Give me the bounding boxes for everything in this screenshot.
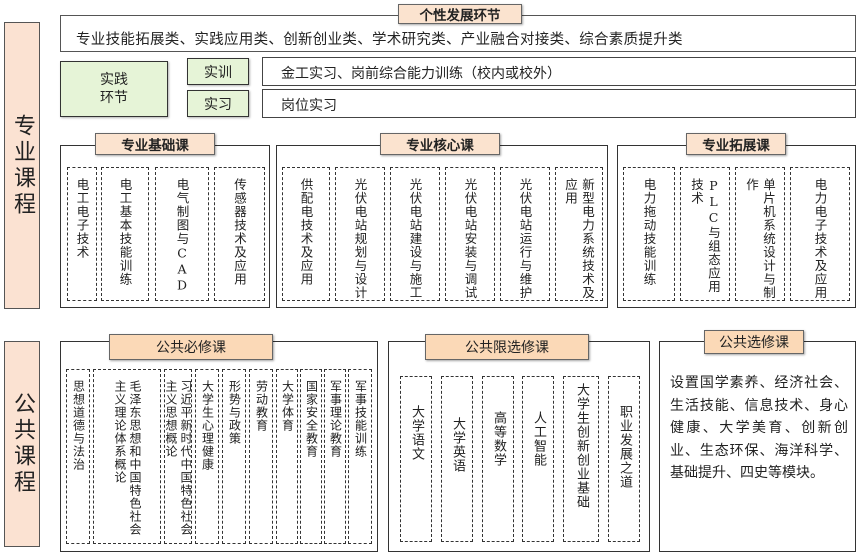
course-lim-6: 职业发展之道 [608, 376, 640, 542]
practice-training-content: 金工实习、岗前综合能力训练（校内或校外） [281, 66, 561, 82]
course-req-1: 思想道德与法治 [66, 369, 90, 544]
public-limited-title: 公共限选修课 [425, 334, 589, 360]
course-basic-4: 传感器技术及应用 [214, 167, 265, 301]
side-label-public-text: 公共课程 [10, 392, 35, 496]
course-core-5: 光伏电站运行与维护 [500, 167, 550, 301]
side-label-public: 公共课程 [4, 341, 40, 547]
course-req-2: 毛泽东思想和中国特色社会主义理论体系概论 [93, 369, 161, 544]
course-req-10: 军事技能训练 [348, 369, 372, 544]
practice-tag-training: 实训 [187, 58, 249, 85]
course-basic-3: 电气制图与CAD [155, 167, 209, 301]
course-ext-1: 电力拖动技能训练 [623, 167, 675, 301]
course-lim-5: 大学生创新创业基础 [563, 376, 599, 542]
course-req-3: 习近平新时代中国特色社会主义思想概论 [164, 369, 192, 544]
course-lim-2: 大学英语 [441, 376, 473, 542]
course-core-4: 光伏电站安装与调试 [445, 167, 495, 301]
side-label-professional: 专业课程 [4, 22, 40, 309]
course-basic-2: 电工基本技能训练 [101, 167, 149, 301]
course-core-2: 光伏电站规划与设计 [335, 167, 385, 301]
course-lim-1: 大学语文 [400, 376, 432, 542]
course-ext-3: 单片机系统设计与制作 [735, 167, 785, 301]
professional-basic-title: 专业基础课 [95, 133, 215, 155]
practice-training-row: 金工实习、岗前综合能力训练（校内或校外） [262, 57, 856, 86]
course-ext-4: 电力电子技术及应用 [790, 167, 850, 301]
personal-development-title: 个性发展环节 [398, 4, 522, 24]
course-req-4: 大学生心理健康 [195, 369, 219, 544]
professional-extension-title: 专业拓展课 [686, 133, 786, 155]
practice-label: 实践环节 [60, 61, 168, 117]
course-core-3: 光伏电站建设与施工 [390, 167, 440, 301]
course-lim-3: 高等数学 [482, 376, 514, 542]
course-req-9: 军事理论教育 [324, 369, 346, 544]
course-core-1: 供配电技术及应用 [282, 167, 330, 301]
course-ext-2: PLC与组态应用技术 [680, 167, 730, 301]
public-elective-content: 设置国学素养、经济社会、生活技能、信息技术、身心健康、大学美育、创新创业、生态环… [670, 375, 848, 481]
public-elective-title: 公共选修课 [704, 330, 804, 354]
course-lim-4: 人工智能 [522, 376, 554, 542]
practice-internship-content: 岗位实习 [281, 98, 337, 114]
practice-tag-internship: 实习 [187, 90, 249, 117]
course-req-5: 形势与政策 [222, 369, 246, 544]
course-core-6: 新型电力系统技术及应用 [555, 167, 603, 301]
side-label-professional-text: 专业课程 [10, 113, 35, 218]
public-elective-group [659, 341, 856, 552]
course-basic-1: 电工电子技术 [67, 167, 97, 301]
practice-internship-row: 岗位实习 [262, 89, 856, 118]
course-req-6: 劳动教育 [249, 369, 273, 544]
course-req-8: 国家安全教育 [300, 369, 322, 544]
professional-core-group [276, 145, 608, 308]
course-req-7: 大学体育 [276, 369, 298, 544]
personal-development-content: 专业技能拓展类、实践应用类、创新创业类、学术研究类、产业融合对接类、综合素质提升… [76, 32, 683, 48]
public-required-title: 公共必修课 [109, 334, 273, 360]
professional-core-title: 专业核心课 [380, 133, 500, 155]
